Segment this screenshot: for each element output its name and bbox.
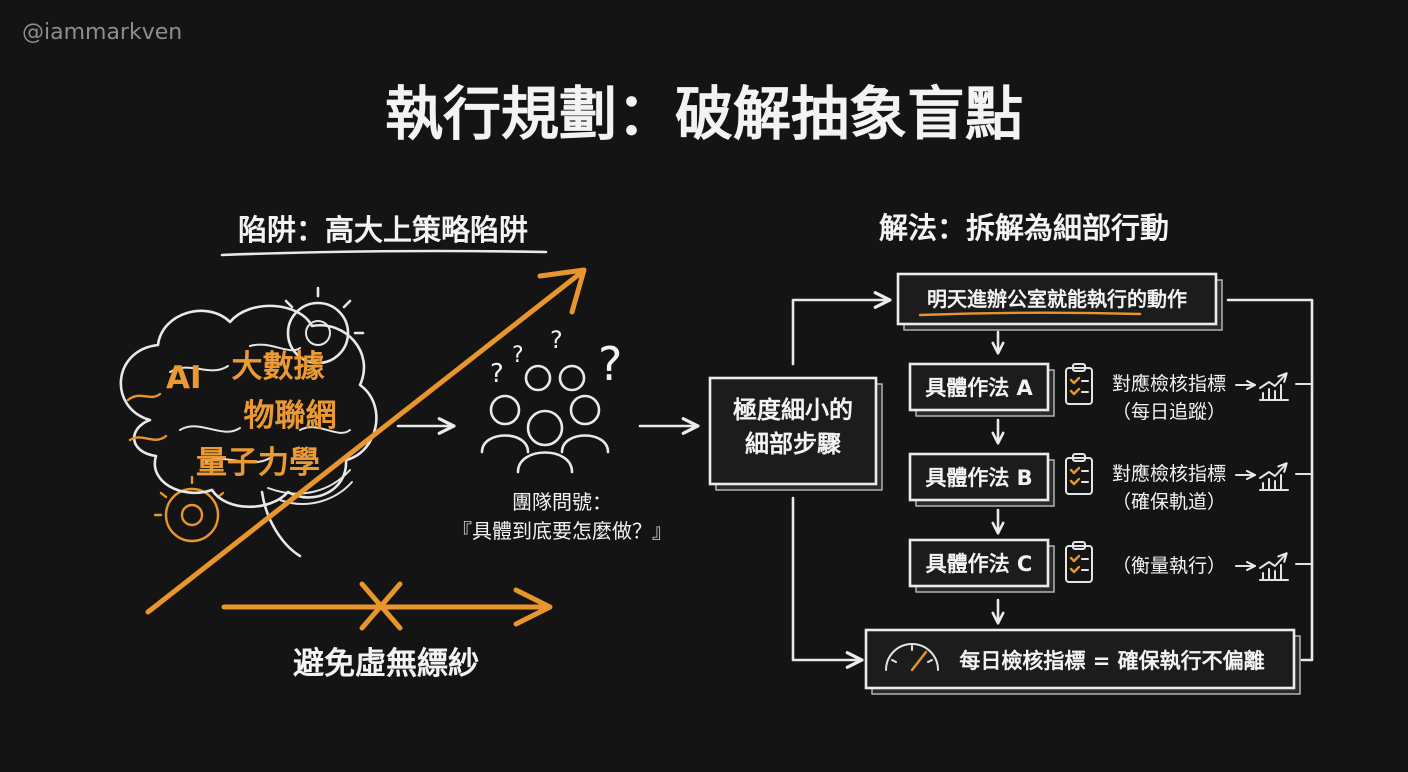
method-label: 具體作法 B xyxy=(925,466,1032,490)
method-box xyxy=(908,452,1050,502)
page-title: 執行規劃：破解抽象盲點 xyxy=(385,80,1023,148)
summary-label: 每日檢核指標 = 確保執行不偏離 xyxy=(959,649,1264,673)
watermark: @iammarkven xyxy=(22,20,182,45)
feedback-loop-line xyxy=(1226,298,1314,662)
growth-chart-icon xyxy=(1259,554,1289,581)
avoid-label: 避免虛無縹紗 xyxy=(293,646,479,682)
top-action-box xyxy=(896,272,1218,326)
buzzword: 量子力學 xyxy=(196,445,320,481)
left-heading: 陷阱：高大上策略陷阱 xyxy=(238,213,528,247)
connector-line xyxy=(791,496,860,660)
arrow-icon xyxy=(145,267,587,615)
top-action-label: 明天進辦公室就能執行的動作 xyxy=(927,287,1187,311)
summary-box xyxy=(864,628,1296,690)
left-heading-underline xyxy=(220,249,548,257)
team-question: 團隊問號： xyxy=(512,490,612,514)
clipboard-icon xyxy=(1065,453,1093,495)
tiny-steps-label: 細部步驟 xyxy=(745,430,842,458)
buzzword: AI xyxy=(166,360,202,396)
top-action-underline xyxy=(918,311,1142,317)
method-box xyxy=(908,362,1050,412)
connector-line xyxy=(791,300,888,366)
method-label: 具體作法 C xyxy=(926,552,1033,576)
buzzword: 大數據 xyxy=(232,349,326,385)
tiny-steps-box xyxy=(708,376,878,486)
feedback-tick xyxy=(1295,383,1313,565)
gauge-icon xyxy=(885,643,939,672)
svg-text:?: ? xyxy=(490,359,504,389)
metric-note: （每日追蹤） xyxy=(1112,401,1226,423)
team-question: 『具體到底要怎麼做？』 xyxy=(452,519,672,543)
method-label: 具體作法 A xyxy=(925,376,1033,400)
metric-note: （確保軌道） xyxy=(1112,491,1226,513)
svg-text:?: ? xyxy=(512,343,524,368)
metric-note: （衡量執行） xyxy=(1112,555,1226,577)
gear-icon xyxy=(153,475,225,543)
right-heading: 解法：拆解為細部行動 xyxy=(879,211,1169,245)
growth-chart-icon xyxy=(1259,464,1289,491)
method-box xyxy=(908,538,1050,588)
svg-text:?: ? xyxy=(550,326,563,354)
growth-chart-icon xyxy=(1259,374,1289,401)
brain-icon xyxy=(119,304,378,558)
team-icon xyxy=(480,364,610,474)
arrow-icon xyxy=(221,581,553,631)
svg-text:?: ? xyxy=(598,337,622,391)
metric-note: 對應檢核指標 xyxy=(1112,372,1226,395)
gear-icon xyxy=(284,286,365,365)
buzzword: 物聯網 xyxy=(244,398,337,434)
metric-note: 對應檢核指標 xyxy=(1112,462,1226,485)
clipboard-icon xyxy=(1065,363,1093,405)
clipboard-icon xyxy=(1065,541,1093,583)
tiny-steps-label: 極度細小的 xyxy=(733,396,853,424)
question-mark-icon: ? ? ? ? xyxy=(490,326,622,391)
